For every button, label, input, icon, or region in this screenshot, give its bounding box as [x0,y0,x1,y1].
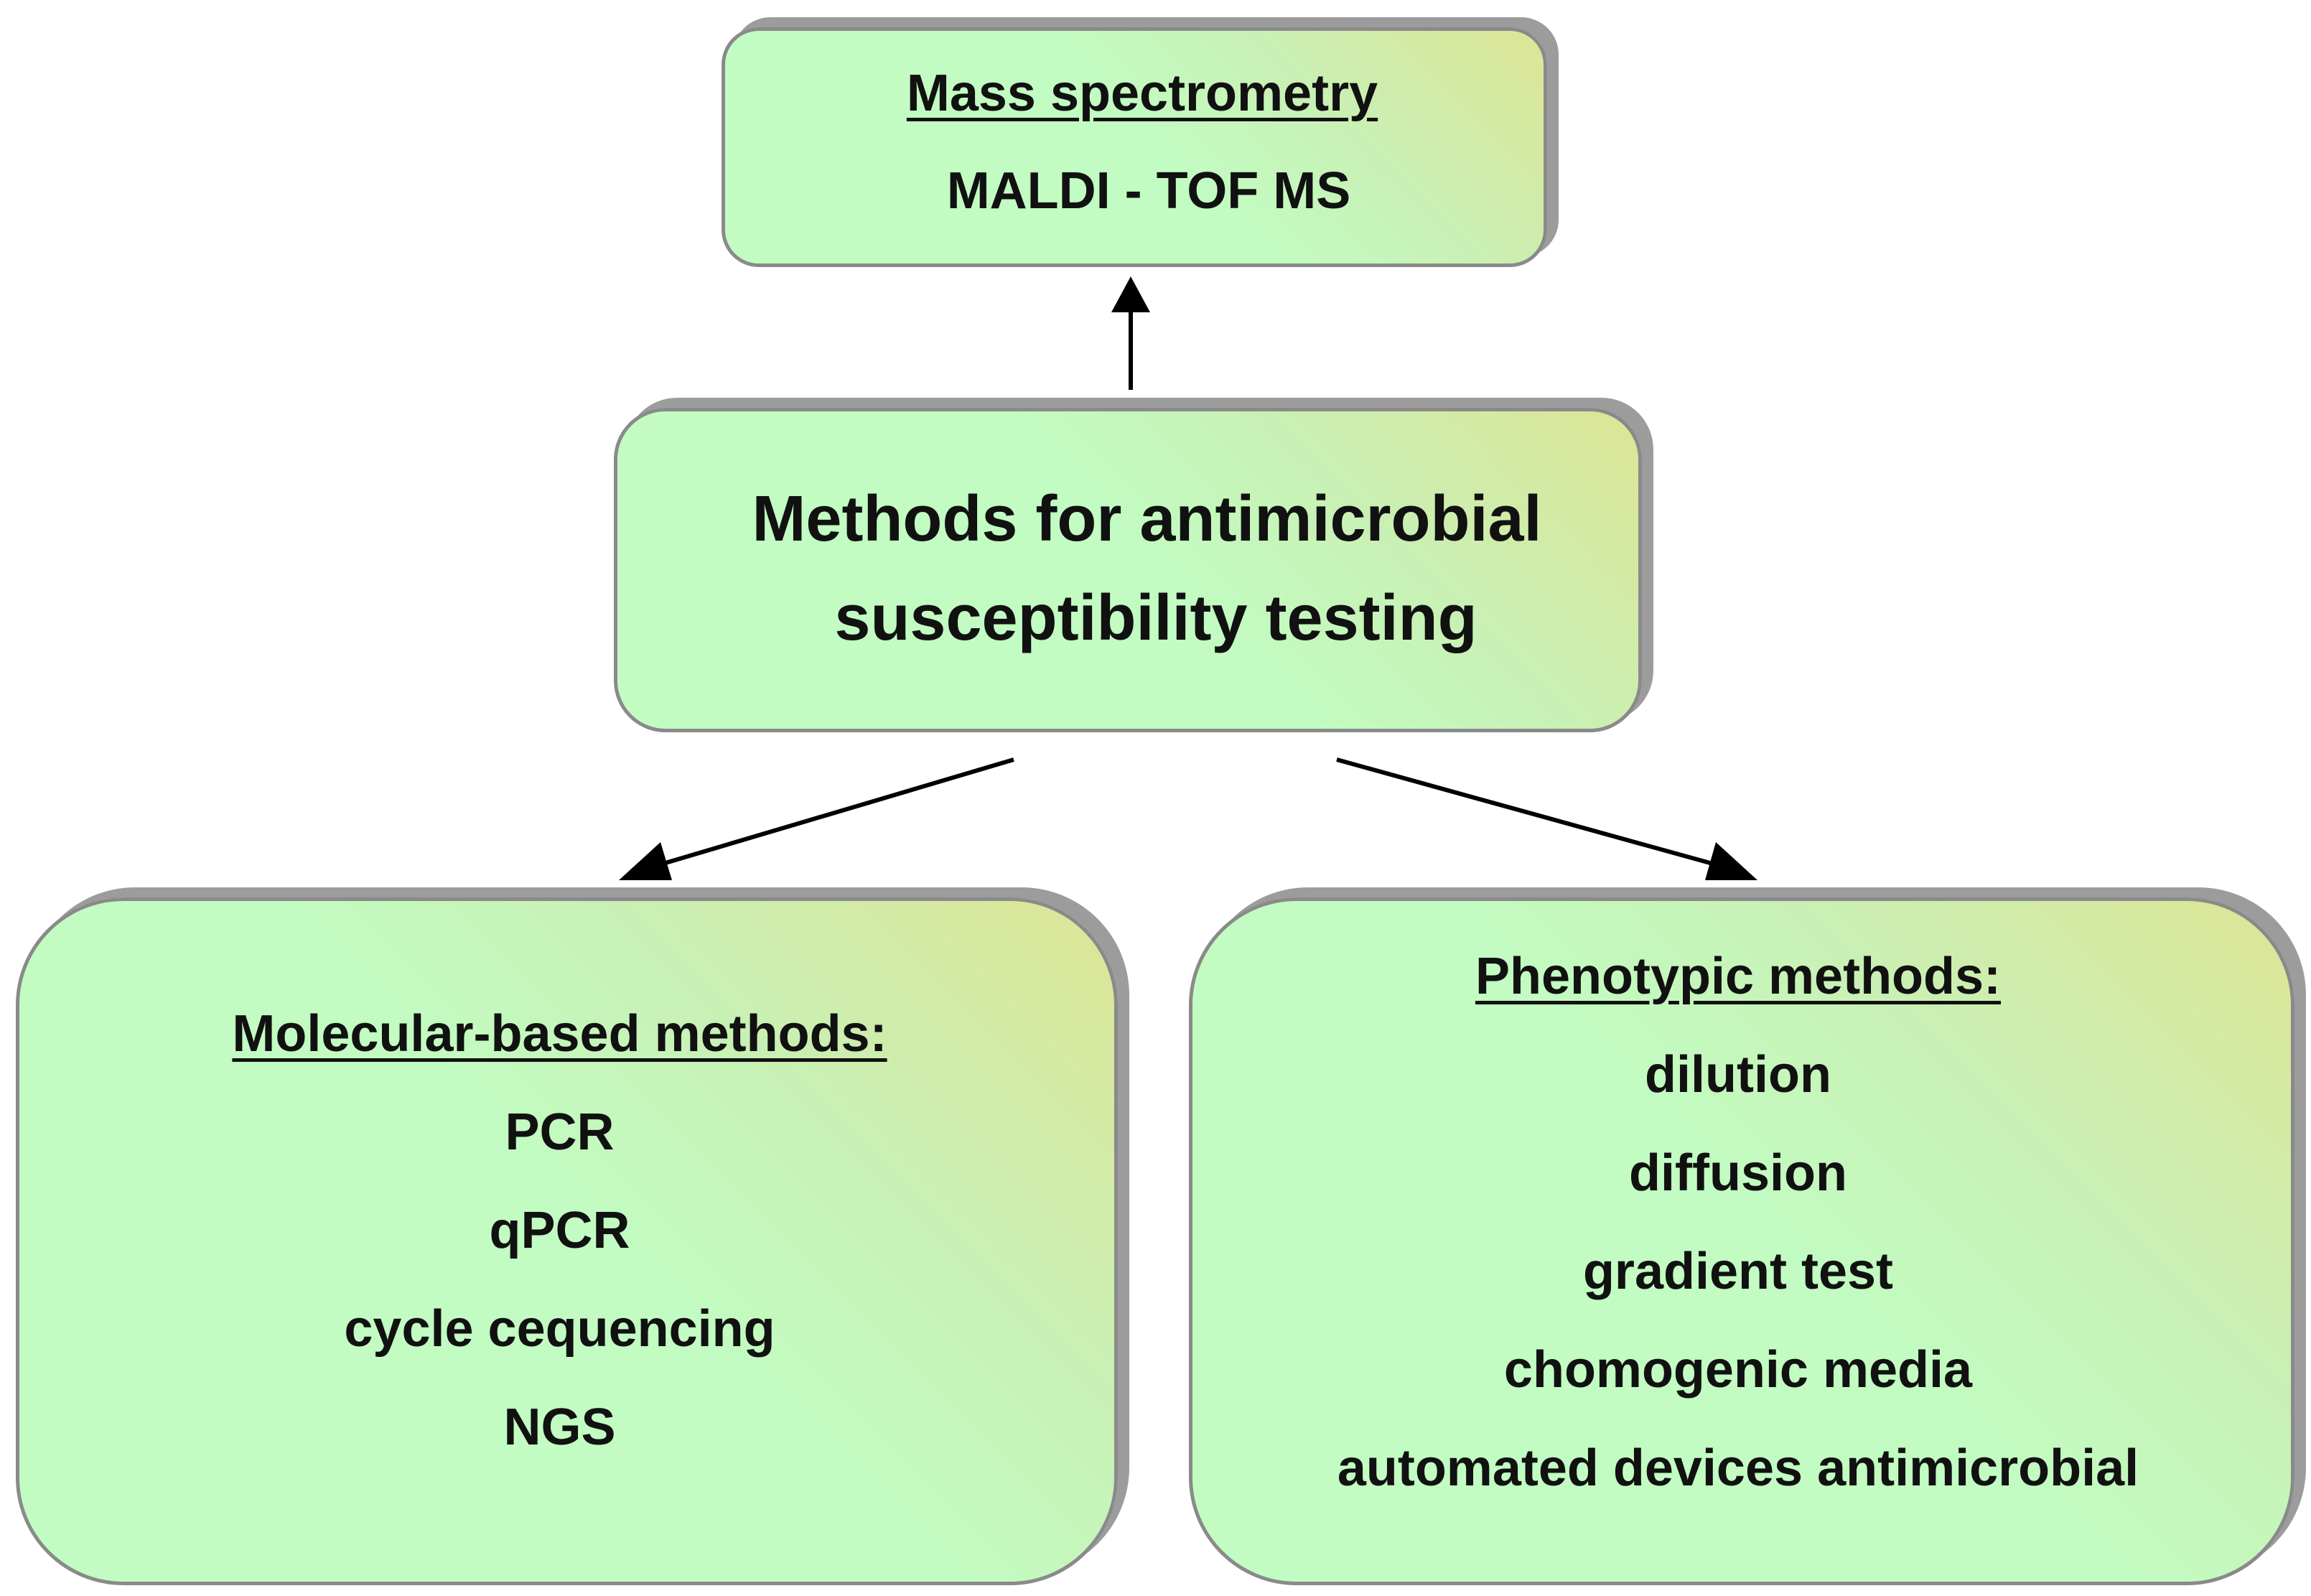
mass-spectrometry-box: Mass spectrometry MALDI - TOF MS [722,27,1547,267]
mass-spectrometry-heading: Mass spectrometry [906,65,1378,122]
phenotypic-methods-heading: Phenotypic methods: [1475,948,2002,1005]
phenotypic-methods-box: Phenotypic methods: dilution diffusion g… [1189,897,2294,1585]
arrow-to-phenotypic-methods [1336,757,1757,880]
arrow-to-molecular-methods [619,757,1014,880]
phenotypic-method-item: chomogenic media [1503,1341,1973,1399]
molecular-method-item: qPCR [489,1202,630,1259]
main-title-line-1: Methods for antimicrobial [752,483,1542,555]
molecular-method-item: cycle cequencing [344,1300,775,1358]
maldi-tof-ms-item: MALDI - TOF MS [946,162,1351,220]
main-title-line-2: susceptibility testing [834,582,1477,654]
molecular-methods-heading: Molecular-based methods: [232,1005,887,1063]
main-topic-box: Methods for antimicrobial susceptibility… [614,408,1642,732]
phenotypic-method-item: dilution [1645,1046,1831,1103]
phenotypic-method-item: gradient test [1582,1243,1894,1300]
phenotypic-method-item: diffusion [1629,1144,1847,1202]
arrow-to-mass-spectrometry [1111,276,1150,390]
molecular-method-item: PCR [505,1103,615,1161]
molecular-methods-box: Molecular-based methods: PCR qPCR cycle … [16,897,1118,1585]
molecular-method-item: NGS [503,1399,616,1456]
phenotypic-method-item: automated devices antimicrobial [1337,1439,2139,1497]
